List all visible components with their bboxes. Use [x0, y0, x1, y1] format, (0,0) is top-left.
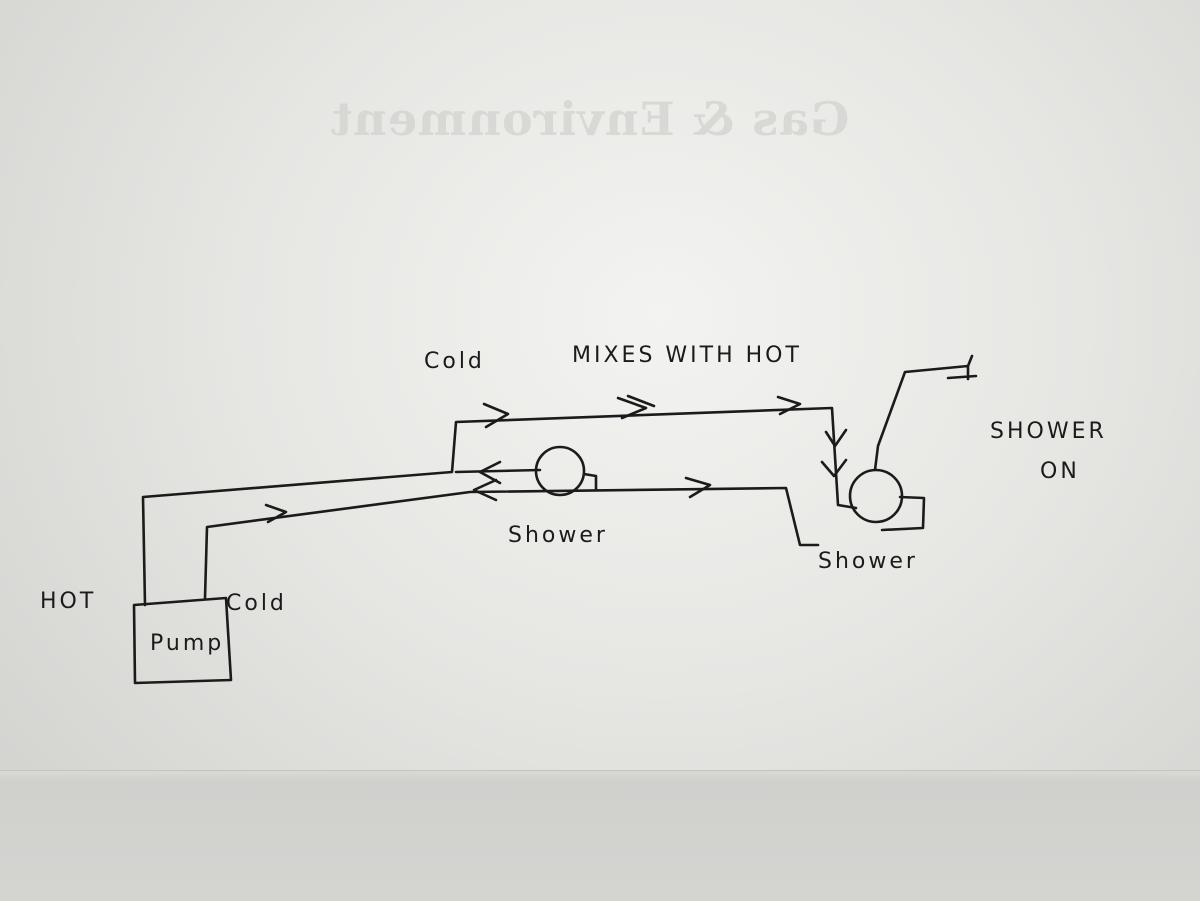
shower-valve-middle: [534, 445, 586, 497]
shower-valve-right: [848, 468, 904, 524]
arrow-top-3: [776, 395, 802, 416]
shower-valve-right-box: [880, 495, 926, 532]
pump-box: [132, 596, 233, 685]
arrow-left-2: [472, 478, 498, 502]
label-pump: Pump: [150, 631, 224, 656]
arrow-top-2: [616, 394, 656, 420]
label-hot: HOT: [40, 589, 96, 614]
return-branch: [454, 468, 542, 474]
label-shower-right: Shower: [818, 549, 918, 574]
paper-fold: [0, 770, 1200, 901]
label-shower-on-2: ON: [1040, 459, 1080, 484]
label-cold-top: Cold: [424, 349, 485, 374]
label-cold-pump: Cold: [226, 591, 287, 616]
label-mixes: MIXES WITH HOT: [572, 343, 802, 368]
arrow-cold-2: [684, 476, 712, 499]
arrow-down-2: [820, 458, 848, 478]
label-shower-middle: Shower: [508, 523, 608, 548]
arrow-left-1: [478, 460, 502, 485]
shower-valve-middle-stem: [582, 472, 598, 492]
arrow-down-1: [824, 428, 848, 448]
label-shower-on-1: SHOWER: [990, 419, 1107, 444]
arrow-top-1: [482, 402, 510, 429]
cold-pipe: [203, 486, 820, 600]
shower-riser: [873, 354, 978, 472]
hot-pipe: [141, 406, 858, 607]
arrow-cold-1: [264, 503, 288, 524]
